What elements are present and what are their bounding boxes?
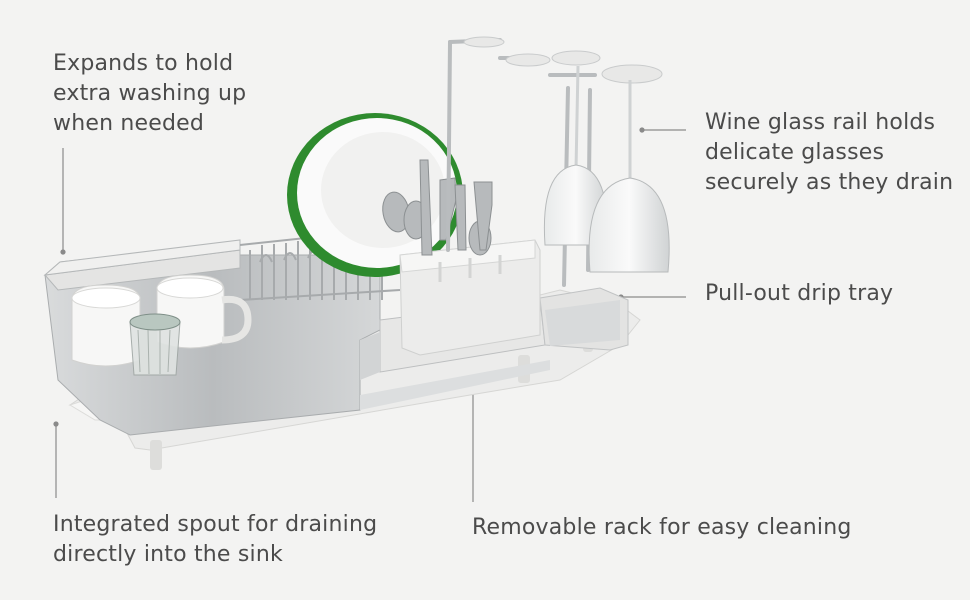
tumbler xyxy=(129,313,181,376)
cutlery-caddy xyxy=(399,239,541,356)
callout-line: delicate glasses xyxy=(705,140,885,165)
cutlery xyxy=(382,159,493,256)
callout-line: Removable rack for easy cleaning xyxy=(472,515,852,540)
callout-line: extra washing up xyxy=(53,81,247,106)
callout-line: Pull-out drip tray xyxy=(705,281,894,306)
callout-line: Integrated spout for draining xyxy=(53,512,378,537)
callout-line: Wine glass rail holds xyxy=(705,110,936,135)
foot xyxy=(150,440,162,470)
rail-caps xyxy=(463,36,663,84)
wine-glasses xyxy=(543,65,670,273)
callout-spout: Integrated spout for draining directly i… xyxy=(53,510,377,570)
callout-line: directly into the sink xyxy=(53,542,283,567)
callout-line: Expands to hold xyxy=(53,51,234,76)
callout-expands: Expands to hold extra washing up when ne… xyxy=(53,49,246,139)
callout-line: securely as they drain xyxy=(705,170,954,195)
callout-drip-tray: Pull-out drip tray xyxy=(705,279,893,309)
callout-line: when needed xyxy=(53,111,205,136)
callout-wine-glass-rail: Wine glass rail holds delicate glasses s… xyxy=(705,108,953,198)
callout-removable-rack: Removable rack for easy cleaning xyxy=(472,513,852,543)
